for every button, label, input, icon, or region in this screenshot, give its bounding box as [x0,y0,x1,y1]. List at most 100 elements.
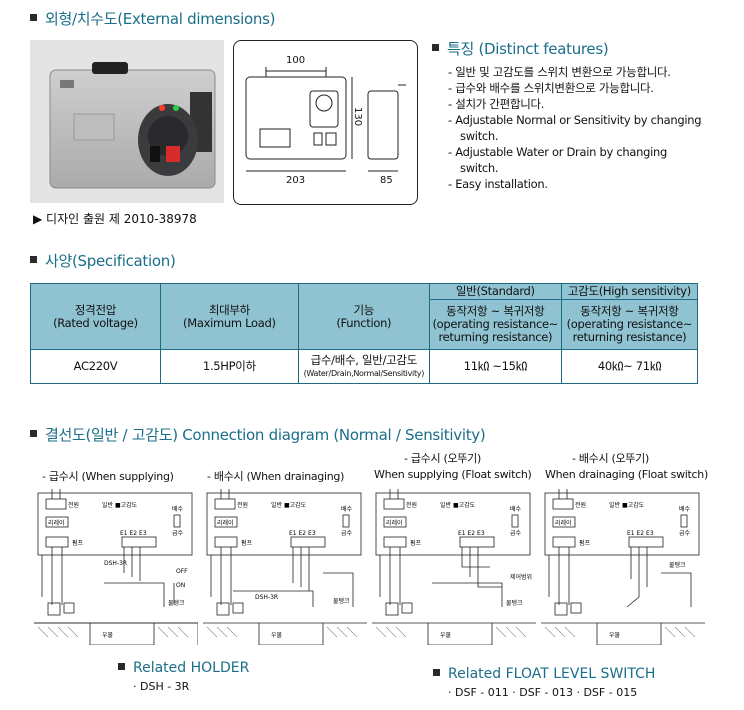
label-drain: 배수 [341,505,353,513]
features-list: - 일반 및 고감도를 스위치 변환으로 가능합니다. - 급수와 배수를 스위… [448,64,702,192]
label-normal-high: 일반 ■고감도 [271,501,307,509]
related-holder-title: Related HOLDER [118,660,249,676]
label-drain: 배수 [679,505,691,513]
header-max-load: 최대부하 (Maximum Load) [159,283,299,350]
features-title: 특징 (Distinct features) [432,38,609,59]
specification-table: 정격전압 (Rated voltage) 최대부하 (Maximum Load)… [30,283,699,384]
label-drain: 배수 [510,505,522,513]
resist-label: returning resistance) [572,330,687,344]
header-high-sensitivity: 고감도(High sensitivity) [560,283,699,300]
cell-function-ko: 급수/배수, 일반/고감도 [310,352,418,367]
related-holder-items: · DSH - 3R [133,680,190,693]
label-pump: 펌프 [410,540,422,547]
bullet-square-icon [433,668,440,676]
design-application-number: ▶ 디자인 출원 제 2010-38978 [33,212,197,226]
label-well: 우물 [609,632,621,639]
bullet-square-icon [432,44,439,51]
feature-item: switch. [460,161,499,175]
dimension-drawing: 100 203 130 85 [233,40,418,205]
label-well: 우물 [271,632,283,639]
cell-high: 40㏀~ 71㏀ [560,349,699,384]
label-on: ON [176,582,185,589]
related-float-title: Related FLOAT LEVEL SWITCH [433,666,655,682]
label-normal-high: 일반 ■고감도 [102,501,138,509]
feature-item: - 급수와 배수를 스위치변환으로 가능합니다. [448,81,654,95]
specification-title-text: 사양(Specification) [45,252,176,270]
cell-standard: 11㏀ ~15㏀ [428,349,562,384]
cell-load: 1.5HP이하 [159,349,299,384]
dim-width-label: 203 [286,175,306,186]
resist-label: returning resistance) [438,330,553,344]
label-tank: 물탱크 [333,598,350,605]
label-supply: 급수 [341,530,353,537]
bullet-square-icon [30,256,37,263]
feature-item: - Adjustable Water or Drain by changing [448,145,667,159]
label-relay: 리레이 [217,519,234,527]
feature-item: - 설치가 간편합니다. [448,97,545,111]
label-electrodes: E1 E2 E3 [627,530,654,537]
label-power: 전원 [68,501,79,509]
wiring-diagram-2-graphic: 전원 리레이 펌프 일반 ■고감도 배수 급수 E1 E2 E3 우물 DSH-… [203,489,367,646]
product-photo-graphic [30,40,224,203]
product-photo [30,40,224,203]
dim-height-label: 130 [352,107,363,127]
label-control: 제어범위 [510,573,532,581]
feature-item: - 일반 및 고감도를 스위치 변환으로 가능합니다. [448,65,671,79]
external-dimensions-title-text: 외형/치수도(External dimensions) [45,10,276,28]
header-rated-voltage: 정격전압 (Rated voltage) [30,283,161,350]
feature-item: switch. [460,129,499,143]
resist-label: (operating resistance~ [432,317,559,331]
label-tank: 물탱크 [168,600,185,607]
label-drain: 배수 [172,505,184,513]
specification-title: 사양(Specification) [30,250,176,271]
connection-title: 결선도(일반 / 고감도) Connection diagram (Normal… [30,424,486,445]
feature-item: - Adjustable Normal or Sensitivity by ch… [448,113,702,127]
header-max-load-en: (Maximum Load) [183,315,276,330]
wiring-diagram-4-graphic: 전원 리레이 펌프 일반 ■고감도 배수 급수 E1 E2 E3 우물 물탱크 [541,489,705,646]
diagram2-caption: - 배수시 (When drainaging) [207,470,345,483]
label-electrodes: E1 E2 E3 [458,530,485,537]
label-power: 전원 [406,501,417,509]
wiring-diagram-4: 전원 리레이 펌프 일반 ■고감도 배수 급수 E1 E2 E3 우물 물탱크 [541,487,705,646]
header-function: 기능 (Function) [297,283,430,350]
label-dsh: DSH-3R [255,594,278,601]
label-well: 우물 [440,632,452,639]
header-function-en: (Function) [336,315,392,330]
label-relay: 리레이 [48,519,65,527]
label-relay: 리레이 [555,519,572,527]
resist-label: 동작저항 ~ 복귀저항 [446,304,545,318]
header-rated-voltage-en: (Rated voltage) [53,315,138,330]
wiring-diagram-3-graphic: 전원 리레이 펌프 일반 ■고감도 배수 급수 E1 E2 E3 우물 제어범위… [372,489,536,646]
header-rated-voltage-ko: 정격전압 [74,302,117,317]
wiring-diagram-1: 전원 리레이 펌프 일반 ■고감도 배수 급수 E1 E2 E3 우물 DSH-… [34,487,199,646]
resist-label: 동작저항 ~ 복귀저항 [580,304,679,318]
label-relay: 리레이 [386,519,403,527]
connection-title-text: 결선도(일반 / 고감도) Connection diagram (Normal… [45,426,486,444]
label-tank: 물탱크 [669,562,686,569]
label-normal-high: 일반 ■고감도 [609,501,645,509]
features-title-text: 특징 (Distinct features) [447,40,609,58]
dim-depth-label: 85 [380,175,393,186]
table-row: AC220V 1.5HP이하 급수/배수, 일반/고감도 (Water/Drai… [30,349,699,384]
header-standard: 일반(Standard) [428,283,562,300]
bullet-square-icon [30,430,37,437]
cell-function: 급수/배수, 일반/고감도 (Water/Drain,Normal/Sensit… [297,349,430,384]
label-well: 우물 [102,632,114,639]
bullet-square-icon [118,662,125,670]
label-pump: 펌프 [72,540,84,547]
header-resistance-standard: 동작저항 ~ 복귀저항 (operating resistance~ retur… [428,299,562,350]
dimension-drawing-graphic [245,67,406,172]
related-float-title-text: Related FLOAT LEVEL SWITCH [448,666,656,682]
cell-voltage: AC220V [30,349,161,384]
label-supply: 급수 [172,530,184,537]
label-pump: 펌프 [241,540,253,547]
label-dsh: DSH-3R [104,560,127,567]
header-function-ko: 기능 [353,302,375,317]
diagram4-caption: When drainaging (Float switch) [545,468,708,481]
related-float-items: · DSF - 011 · DSF - 013 · DSF - 015 [448,686,638,699]
label-tank: 물탱크 [506,600,523,607]
external-dimensions-title: 외형/치수도(External dimensions) [30,8,275,29]
related-holder-title-text: Related HOLDER [133,660,250,676]
diagram3-caption: When supplying (Float switch) [374,468,532,481]
diagram1-caption: - 급수시 (When supplying) [42,470,174,483]
